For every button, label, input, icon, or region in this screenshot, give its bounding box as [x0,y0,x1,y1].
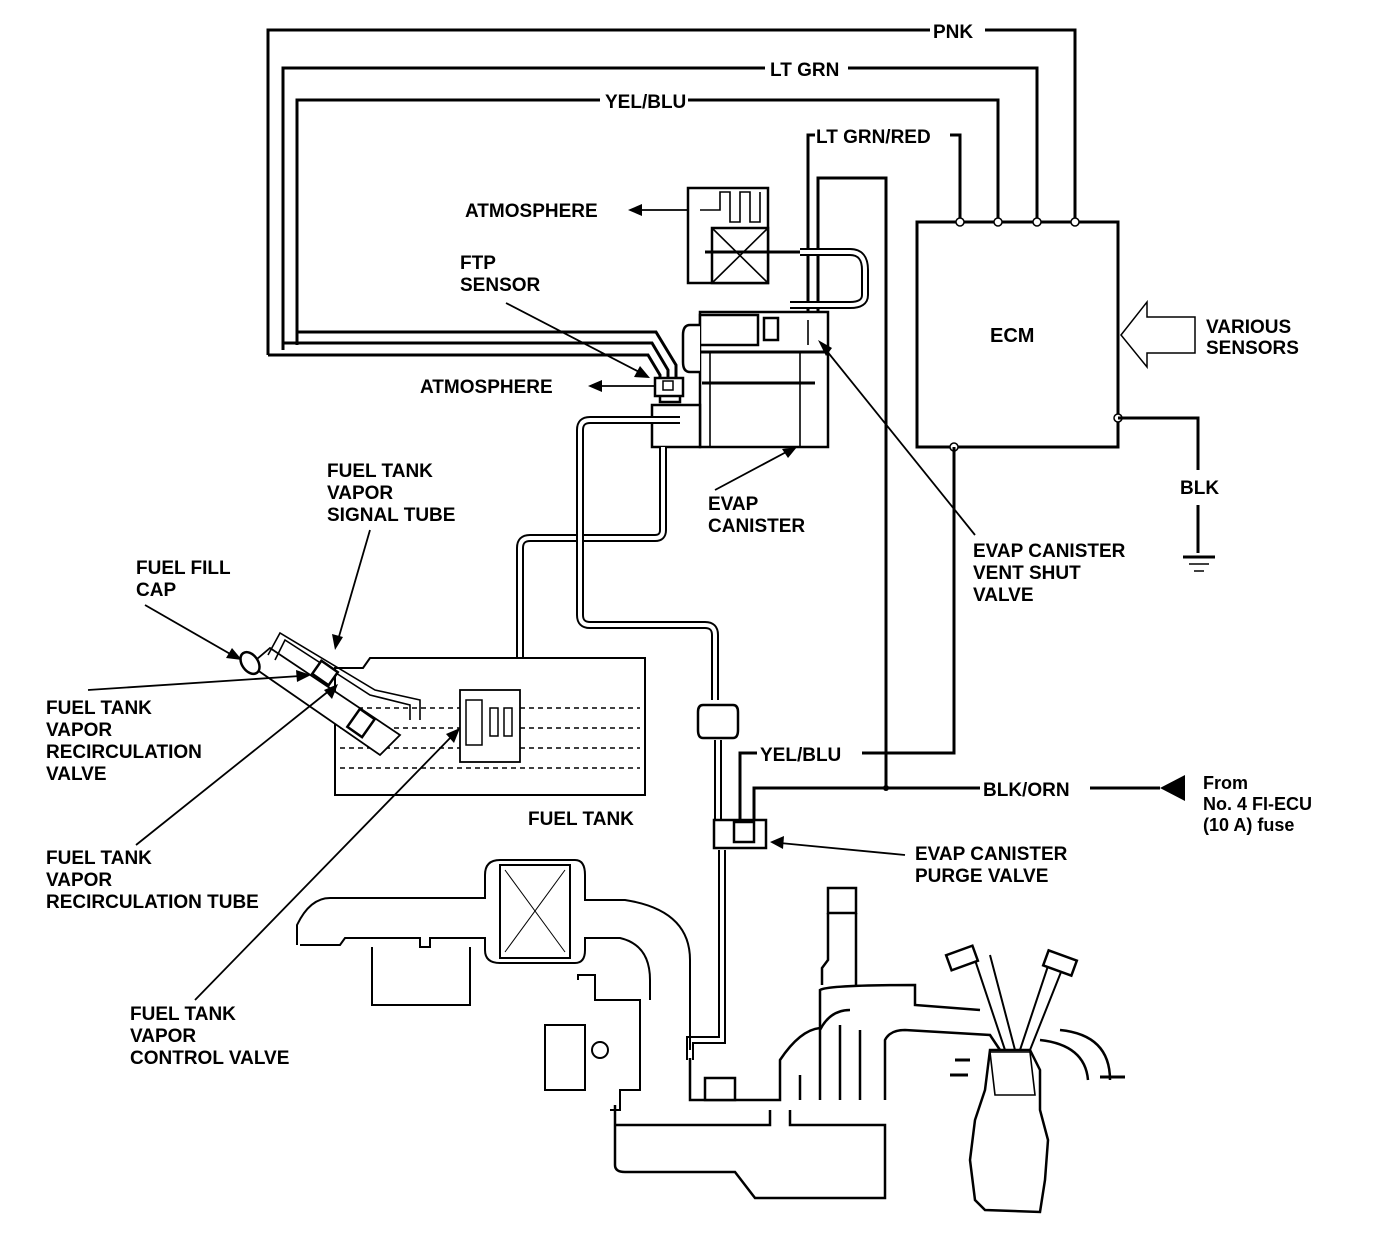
vent-shut-valve-solenoid [686,186,815,285]
intake-manifold [613,886,1002,1200]
evap-canister-label-1: EVAP [708,494,759,515]
wire-label-lt-grn-red: LT GRN/RED [816,127,931,148]
recirc-valve-label-2: VAPOR [46,720,112,741]
recirc-valve-label-1: FUEL TANK [46,698,152,719]
wire-label-lt-grn: LT GRN [770,60,839,81]
fuel-tank-label: FUEL TANK [528,809,634,830]
recirc-tube-label-3: RECIRCULATION TUBE [46,892,259,913]
inline-filter [696,703,740,740]
wire-label-blk-orn: BLK/ORN [983,780,1070,801]
wire-label-yel-blu-top: YEL/BLU [605,92,686,113]
wire-label-yel-blu-purge: YEL/BLU [760,745,841,766]
wire-yel-blu-top: YEL/BLU [295,92,1000,345]
recirc-valve-label-3: RECIRCULATION [46,742,202,763]
wire-label-pnk: PNK [933,22,973,43]
fuel-filler-neck [239,631,421,757]
signal-tube-label-2: VAPOR [327,483,393,504]
fuse-source-line-3: (10 A) fuse [1203,815,1294,835]
evap-canister-label-2: CANISTER [708,516,805,537]
ftp-sensor-label-2: SENSOR [460,275,541,296]
ecm-label: ECM [990,325,1034,347]
purge-valve-label-2: PURGE VALVE [915,866,1048,887]
fuel-fill-cap-label-1: FUEL FILL [136,558,231,579]
atmosphere-mid-label: ATMOSPHERE [420,377,553,398]
fuse-source-line-2: No. 4 FI-ECU [1203,794,1312,814]
throttle-body [544,974,641,1111]
recirc-valve-label-4: VALVE [46,764,107,785]
recirc-tube-label-1: FUEL TANK [46,848,152,869]
fuel-tank [334,657,646,796]
wire-label-blk: BLK [1180,478,1219,499]
recirc-tube-label-2: VAPOR [46,870,112,891]
signal-tube-label-1: FUEL TANK [327,461,433,482]
control-valve-label-2: VAPOR [130,1026,196,1047]
vent-shut-valve-label-1: EVAP CANISTER [973,541,1126,562]
air-intake [296,859,691,1050]
control-valve-label-1: FUEL TANK [130,1004,236,1025]
evap-canister-purge-valve [712,818,768,850]
atmosphere-top-label: ATMOSPHERE [465,201,598,222]
ftp-sensor [653,376,685,398]
fuse-arrow-icon [1160,775,1185,801]
ftp-sensor-label-1: FTP [460,253,496,274]
ecm-module: ECM [915,217,1123,452]
fuse-source-line-1: From [1203,773,1248,793]
engine-block [944,944,1125,1214]
wire-lt-grn: LT GRN [281,60,1039,350]
ground-icon [1183,555,1215,572]
vent-shut-valve-label-2: VENT SHUT [973,563,1081,584]
various-sensors-label-1: VARIOUS [1206,317,1291,338]
purge-valve-label-1: EVAP CANISTER [915,844,1068,865]
vent-shut-valve-label-3: VALVE [973,585,1034,606]
wire-yel-blu-purge: YEL/BLU [738,447,956,820]
various-sensors-label-2: SENSORS [1206,338,1299,359]
wire-pnk: PNK [266,22,1077,355]
signal-tube-label-3: SIGNAL TUBE [327,505,455,526]
wire-blk-orn: BLK/ORN [752,775,1185,820]
wire-blk: BLK [1118,416,1219,553]
fuel-fill-cap-label-2: CAP [136,580,176,601]
various-sensors-arrow-icon [1120,299,1196,370]
control-valve-label-3: CONTROL VALVE [130,1048,289,1069]
wire-lt-grn-red: LT GRN/RED [806,127,962,320]
